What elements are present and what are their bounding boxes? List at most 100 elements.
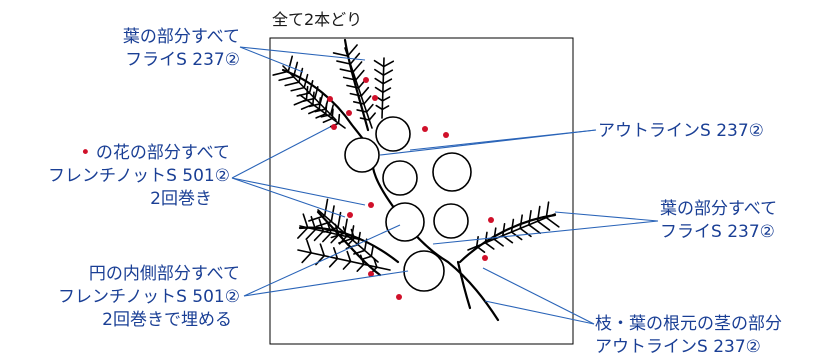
leaf-barb xyxy=(342,260,352,270)
leaf-barb xyxy=(272,70,290,76)
leaves xyxy=(272,44,560,275)
leaf-barb xyxy=(359,117,371,121)
leaf-barb xyxy=(375,104,384,111)
leaf-barb xyxy=(545,216,560,228)
flower-circle xyxy=(432,152,472,192)
flower-dot xyxy=(422,126,428,132)
callout-branch: 枝・葉の根元の茎の部分 アウトラインS 237② xyxy=(595,313,782,359)
leaf-barb xyxy=(318,97,322,110)
diagram-title: 全て2本どり xyxy=(272,10,363,29)
leaf-barb xyxy=(326,221,332,234)
flower-dot xyxy=(488,217,494,223)
leaf-barb xyxy=(315,113,327,119)
leaf-barb xyxy=(342,226,348,238)
leaf-barb xyxy=(303,73,309,89)
leader-line xyxy=(554,211,659,222)
callout-leaf-right-line2: フライS 237② xyxy=(660,222,775,242)
leaf-barb xyxy=(332,52,349,57)
flower-dot xyxy=(363,77,369,83)
small-flower-dots xyxy=(327,77,494,300)
leaf-barb xyxy=(382,87,392,94)
leaf-barb xyxy=(305,85,309,101)
leaf-barb xyxy=(339,68,354,73)
leader-line xyxy=(432,220,659,245)
leaf-barb xyxy=(334,223,340,236)
leaf-barb xyxy=(301,252,312,264)
callout-flower: • の花の部分すべて フレンチノットS 501② 2回巻き xyxy=(0,142,230,211)
leaf-barb xyxy=(297,226,309,239)
flower-dot xyxy=(368,271,374,277)
leaf-barb xyxy=(349,92,363,97)
leaf-barb xyxy=(346,250,352,263)
leaf-barb xyxy=(382,60,395,68)
leaf-barb xyxy=(382,78,393,85)
flower-circle xyxy=(382,160,418,196)
leaf-barb xyxy=(318,218,325,233)
leaf-barb xyxy=(381,105,390,111)
leaf-barb xyxy=(330,205,335,223)
leaf-barb xyxy=(323,198,329,217)
leaf-barb xyxy=(305,228,317,241)
callout-flower-line2: フレンチノットS 501② xyxy=(47,166,230,186)
callout-leaf-right: 葉の部分すべて フライS 237② xyxy=(660,198,777,244)
callout-circle-inner: 円の内側部分すべて フレンチノットS 501② 2回巻きで埋める xyxy=(0,263,240,332)
leaf-barb xyxy=(545,201,550,219)
leaf-barb xyxy=(315,220,333,228)
flower-dot xyxy=(346,110,352,116)
leaf-barb xyxy=(365,103,374,113)
leaf-barb xyxy=(528,224,542,235)
leaf-barb xyxy=(313,86,319,100)
leaf-barb xyxy=(484,231,488,244)
leaf-barb xyxy=(338,235,348,245)
leader-line xyxy=(409,129,597,151)
leaf-barb xyxy=(354,69,365,81)
leaf-barb xyxy=(336,60,352,65)
callout-leaf-right-line1: 葉の部分すべて xyxy=(660,199,778,219)
leaf-barb xyxy=(313,230,325,242)
callout-branch-line2: アウトラインS 237② xyxy=(595,337,761,357)
leaf-barb xyxy=(374,68,385,76)
leaf-barb xyxy=(322,117,333,124)
leaf-barb xyxy=(328,257,339,268)
leaf-barb xyxy=(350,228,356,240)
callout-branch-line1: 枝・葉の根元の茎の部分 xyxy=(595,314,782,334)
leader-line xyxy=(484,300,595,325)
leaf-barb xyxy=(346,84,360,89)
flower-dot xyxy=(368,202,374,208)
leaf-barb xyxy=(293,98,308,106)
leader-line xyxy=(231,177,346,218)
leaf-barb xyxy=(329,104,334,116)
leaf-barb xyxy=(359,254,365,266)
leader-line xyxy=(482,267,595,325)
leader-line xyxy=(231,126,331,179)
flower-dot xyxy=(443,132,449,138)
leaf-barb xyxy=(308,79,314,94)
leaf-barb xyxy=(287,55,294,73)
callout-circle-inner-line2: フレンチノットS 501② xyxy=(57,287,240,307)
flower-circle xyxy=(385,202,425,242)
leaf-barb xyxy=(484,242,495,250)
callout-flower-line3: 2回巻き xyxy=(150,189,212,209)
branch-stems xyxy=(281,38,557,322)
leaf-barb xyxy=(360,86,370,97)
callout-circle-inner-line3: 2回巻きで埋める xyxy=(102,310,232,330)
leaf-barb xyxy=(347,237,356,246)
leaf-barb xyxy=(353,249,366,255)
leaf-barb xyxy=(290,86,306,92)
leaf-barb xyxy=(374,77,384,85)
leaf-barb xyxy=(312,91,315,106)
leaf-barb xyxy=(337,113,341,125)
leaf-barb xyxy=(536,220,551,231)
leaf-barb xyxy=(356,109,368,113)
flower-circle xyxy=(433,203,469,239)
leaf-barb xyxy=(308,214,326,222)
leaf-barb xyxy=(475,245,486,253)
leaf-barb xyxy=(501,223,506,237)
leader-line xyxy=(243,224,401,297)
leader-line xyxy=(239,46,366,61)
flower-dot xyxy=(347,212,353,218)
leaf-barb xyxy=(330,233,340,244)
leaf-barb xyxy=(373,59,385,68)
